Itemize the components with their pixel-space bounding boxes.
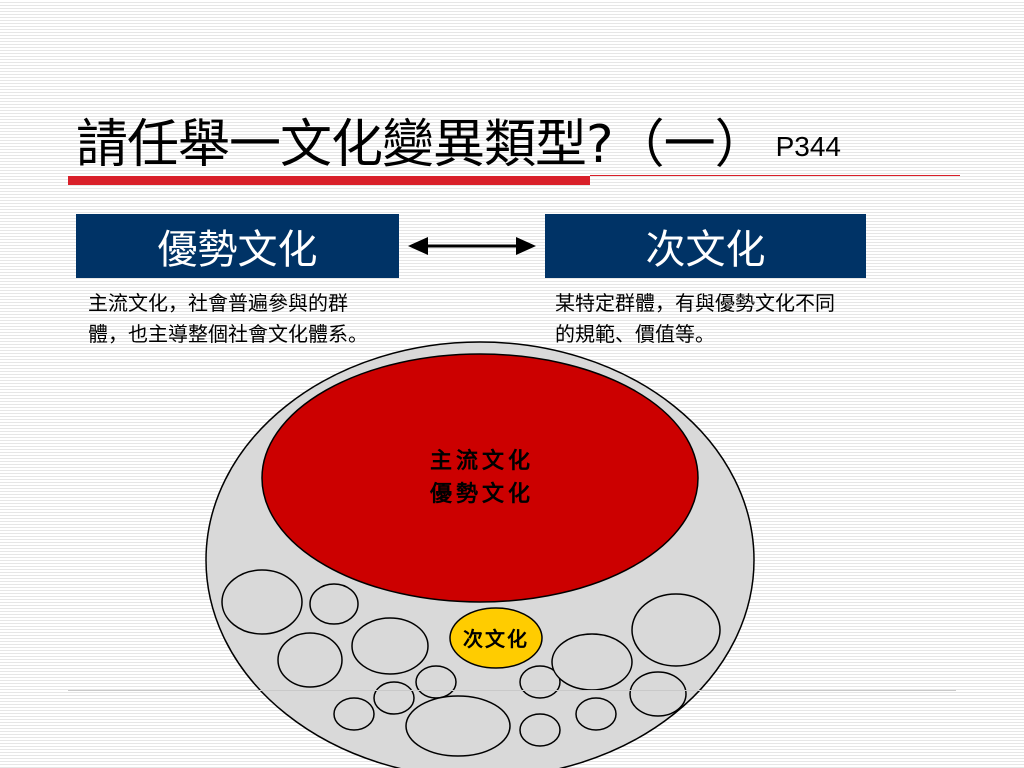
bottom-rule — [68, 690, 956, 691]
subculture-description: 某特定群體，有與優勢文化不同的規範、價值等。 — [555, 291, 835, 346]
small-circle — [333, 697, 375, 731]
subculture-heading: 次文化 — [645, 227, 766, 273]
small-circle — [351, 617, 429, 675]
small-circle — [415, 665, 457, 699]
subculture-box: 次文化 — [545, 214, 866, 278]
small-circle — [629, 671, 687, 717]
double-arrow-icon — [408, 237, 536, 255]
small-circle — [373, 681, 415, 715]
main-label-line1: 主流文化 — [430, 448, 534, 474]
small-circle — [631, 593, 721, 667]
small-circle — [309, 583, 359, 625]
dominant-culture-ellipse — [261, 353, 699, 603]
page-reference: P344 — [775, 131, 842, 162]
subculture-circle — [449, 607, 543, 669]
subculture-label: 次文化 — [463, 627, 529, 651]
slide-title: 請任舉一文化變異類型?（一） P344 — [76, 102, 841, 177]
title-text: 請任舉一文化變異類型?（一） — [76, 115, 767, 175]
small-circle — [277, 632, 343, 688]
title-underline-bar — [68, 176, 590, 185]
small-circle — [519, 713, 561, 747]
small-circle — [551, 633, 633, 691]
dominant-culture-box: 優勢文化 — [76, 214, 399, 278]
small-circle — [405, 695, 511, 757]
main-label-line2: 優勢文化 — [429, 481, 534, 507]
small-circle — [221, 569, 303, 635]
dominant-culture-heading: 優勢文化 — [157, 227, 318, 273]
small-circle — [575, 697, 617, 731]
dominant-culture-description: 主流文化，社會普遍參與的群體，也主導整個社會文化體系。 — [88, 291, 368, 346]
title-underline-rule — [590, 175, 960, 176]
